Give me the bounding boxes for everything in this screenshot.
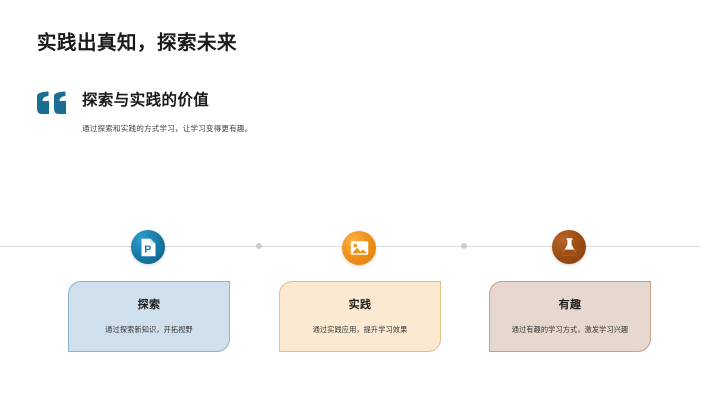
timeline-marker-explore[interactable]: P <box>131 230 165 264</box>
timeline-marker-practice[interactable] <box>342 231 376 265</box>
page-title: 实践出真知，探索未来 <box>37 32 238 54</box>
card-title: 实践 <box>348 299 372 311</box>
quote-heading: 探索与实践的价值 <box>82 92 210 109</box>
quote-mark-icon <box>36 90 70 116</box>
svg-text:P: P <box>144 243 151 255</box>
flask-beaker-icon <box>561 237 578 257</box>
timeline-axis-dot <box>256 243 262 249</box>
card-description: 通过实践应用，提升学习效果 <box>312 325 408 334</box>
timeline-marker-fun[interactable] <box>552 230 586 264</box>
document-p-icon: P <box>140 238 157 257</box>
card-description: 通过有趣的学习方式，激发学习兴趣 <box>511 325 629 334</box>
step-card-fun[interactable]: 有趣 通过有趣的学习方式，激发学习兴趣 <box>489 281 651 352</box>
card-title: 有趣 <box>558 299 582 311</box>
quote-subtitle: 通过探索和实践的方式学习，让学习变得更有趣。 <box>82 124 253 133</box>
card-title: 探索 <box>137 299 161 311</box>
image-picture-icon <box>350 240 369 256</box>
card-description: 通过探索新知识，开拓视野 <box>105 325 193 334</box>
timeline-axis-dot <box>461 243 467 249</box>
step-card-practice[interactable]: 实践 通过实践应用，提升学习效果 <box>279 281 441 352</box>
step-card-explore[interactable]: 探索 通过探索新知识，开拓视野 <box>68 281 230 352</box>
